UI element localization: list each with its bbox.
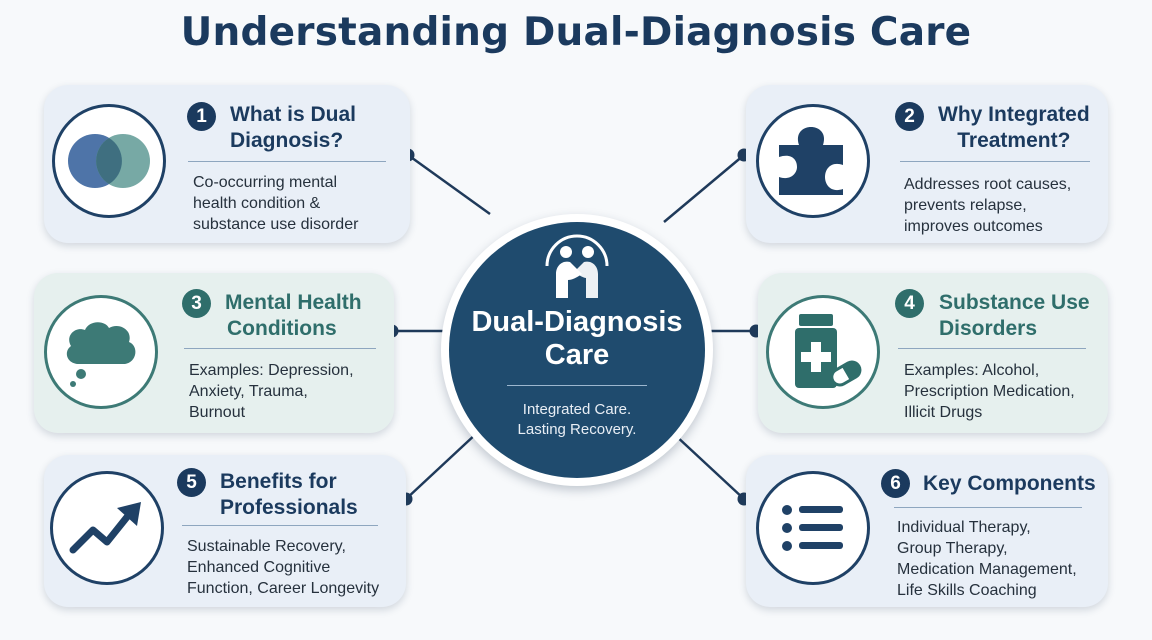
card-key-components: 6 Key Components Individual Therapy, Gro… xyxy=(746,455,1108,607)
card-divider xyxy=(182,525,378,526)
card-divider xyxy=(894,507,1082,508)
card-body: Examples: Alcohol, Prescription Medicati… xyxy=(904,362,1075,421)
trend-up-arrow-icon xyxy=(69,502,141,554)
connector-5 xyxy=(405,431,479,500)
step-number-badge: 1 xyxy=(187,102,216,131)
list-icon xyxy=(782,505,843,551)
card-body: Examples: Depression, Anxiety, Trauma, B… xyxy=(189,362,354,421)
card-benefits-for-professionals: 5 Benefits for Professionals Sustainable… xyxy=(44,455,406,607)
card-heading: Substance Use Disorders xyxy=(939,291,1090,340)
center-subtitle: Integrated Care. Lasting Recovery. xyxy=(517,401,637,438)
people-embrace-icon xyxy=(545,234,609,298)
card-what-is-dual-diagnosis: 1 What is Dual Diagnosis? Co-occurring m… xyxy=(44,85,410,243)
card-body: Addresses root causes, prevents relapse,… xyxy=(904,176,1072,235)
step-number-badge: 6 xyxy=(881,469,910,498)
card-why-integrated-treatment: 2 Why Integrated Treatment? Addresses ro… xyxy=(746,85,1108,243)
card-heading: Mental Health Conditions xyxy=(225,291,362,340)
card-heading: What is Dual Diagnosis? xyxy=(230,103,357,152)
connector-1 xyxy=(407,153,491,216)
step-number-badge: 5 xyxy=(177,468,206,497)
card-divider xyxy=(188,161,386,162)
medicine-bottle-icon xyxy=(795,314,862,388)
card-body: Co-occurring mental health condition & s… xyxy=(193,174,359,233)
thought-cloud-icon xyxy=(66,322,136,387)
step-number-badge: 3 xyxy=(182,289,211,318)
card-body: Sustainable Recovery, Enhanced Cognitive… xyxy=(187,538,380,597)
center-divider xyxy=(507,385,647,386)
card-substance-use-disorders: 4 Substance Use Disorders Examples: Alco… xyxy=(758,273,1108,433)
center-title: Dual-Diagnosis Care xyxy=(471,306,683,371)
puzzle-piece-icon xyxy=(779,127,843,195)
card-divider xyxy=(900,161,1090,162)
step-number-badge: 4 xyxy=(895,289,924,318)
card-body: Individual Therapy, Group Therapy, Medic… xyxy=(897,519,1077,599)
card-heading: Benefits for Professionals xyxy=(220,470,358,519)
overlapping-circles-icon xyxy=(68,134,150,188)
step-number-badge: 2 xyxy=(895,102,924,131)
card-divider xyxy=(184,348,376,349)
card-heading: Key Components xyxy=(923,472,1096,495)
card-mental-health-conditions: 3 Mental Health Conditions Examples: Dep… xyxy=(34,273,394,433)
card-divider xyxy=(898,348,1086,349)
connector-2 xyxy=(663,154,745,223)
card-heading: Why Integrated Treatment? xyxy=(938,103,1090,152)
connector-6 xyxy=(673,433,745,500)
page-title: Understanding Dual-Diagnosis Care xyxy=(180,10,972,55)
center-hub: Dual-Diagnosis Care Integrated Care. Las… xyxy=(441,214,713,486)
